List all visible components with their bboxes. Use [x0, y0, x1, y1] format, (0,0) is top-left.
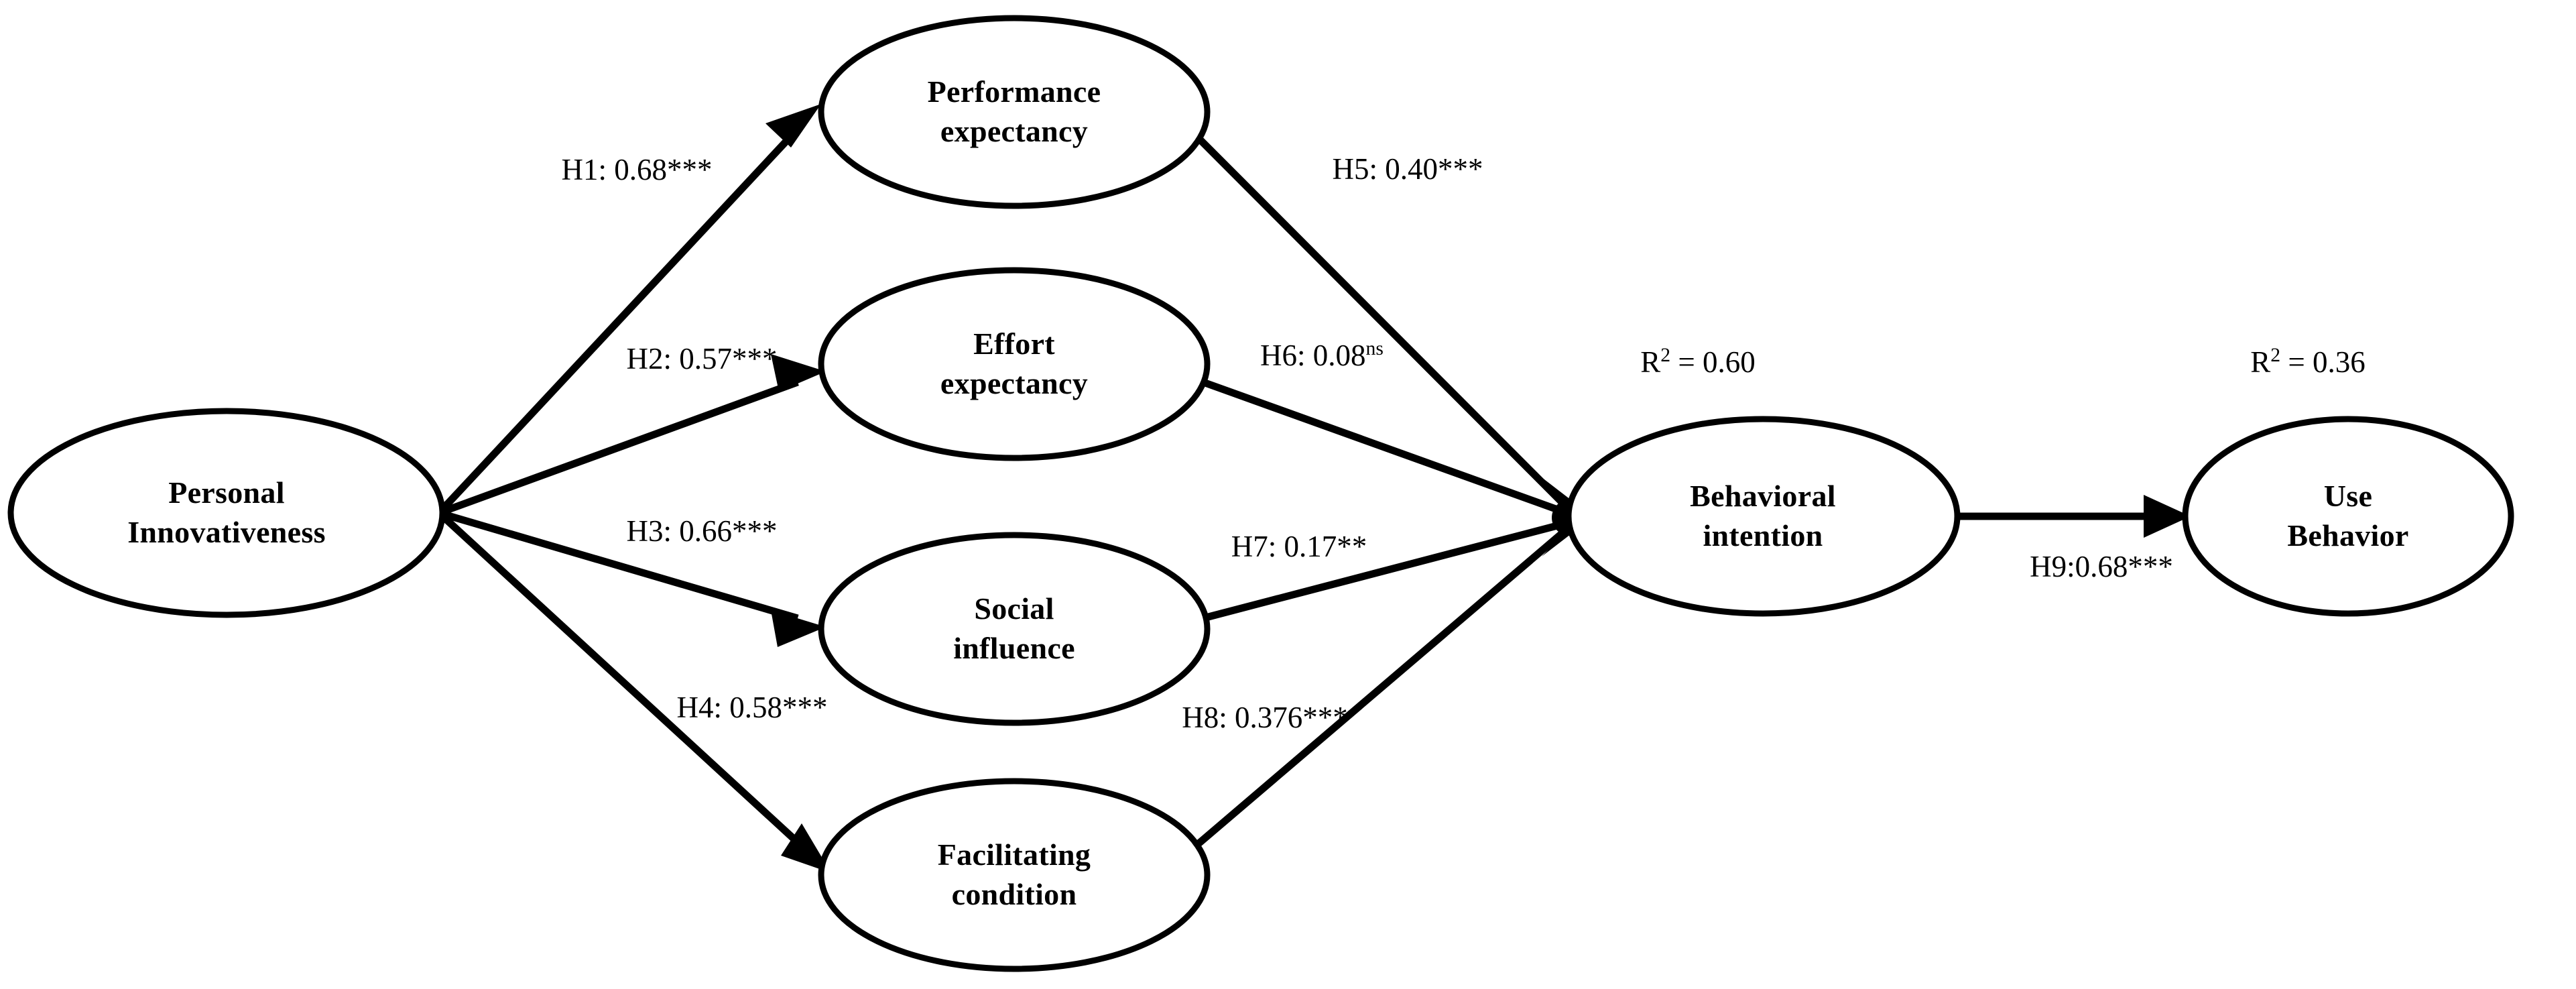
path-label-h6-text: H6: 0.08: [1260, 339, 1366, 372]
path-h8: [1190, 521, 1575, 852]
node-effort-expectancy[interactable]: [818, 267, 1211, 461]
path-h4: [436, 510, 831, 873]
path-label-h1: H1: 0.68***: [561, 153, 713, 186]
path-label-h7: H7: 0.17**: [1231, 530, 1367, 563]
path-h1: [436, 104, 821, 516]
node-performance-expectancy[interactable]: [818, 15, 1211, 209]
path-label-h2: H2: 0.57***: [626, 342, 778, 375]
path-h3: [438, 509, 826, 647]
r2-prefix-behavioral-intention: R: [1640, 345, 1661, 379]
path-label-h8: H8: 0.376***: [1182, 701, 1348, 734]
node-behavioral-intention[interactable]: [1565, 416, 1961, 617]
node-use-behavior[interactable]: [2182, 416, 2514, 617]
path-label-h5: H5: 0.40***: [1332, 152, 1483, 186]
r2-prefix-use-behavior: R: [2250, 345, 2271, 379]
r2-exponent-use-behavior: 2: [2270, 345, 2281, 366]
r2-label-behavioral-intention: R2 = 0.60: [1640, 345, 1756, 380]
r2-exponent-behavioral-intention: 2: [1660, 345, 1671, 366]
path-label-h3: H3: 0.66***: [626, 514, 778, 548]
path-label-h9: H9:0.68***: [2030, 550, 2173, 583]
node-social-influence[interactable]: [818, 532, 1211, 726]
r2-value-use-behavior: = 0.36: [2280, 345, 2366, 379]
path-h5: [1197, 137, 1575, 516]
node-facilitating-condition[interactable]: [818, 778, 1211, 972]
path-h7: [1202, 518, 1574, 622]
node-personal-innovativeness[interactable]: [7, 408, 446, 618]
path-label-h6-superscript: ns: [1365, 338, 1384, 359]
r2-value-behavioral-intention: = 0.60: [1670, 345, 1756, 379]
path-h6: [1202, 378, 1574, 519]
path-h9: [1956, 495, 2191, 538]
path-label-h6: H6: 0.08ns: [1260, 338, 1384, 373]
path-label-h4: H4: 0.58***: [676, 691, 828, 724]
r2-label-use-behavior: R2 = 0.36: [2250, 345, 2366, 380]
path-h2: [438, 354, 826, 517]
